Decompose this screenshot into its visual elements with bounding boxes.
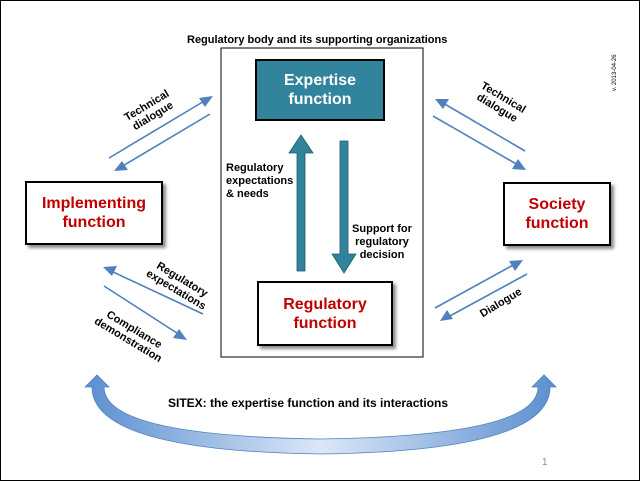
page-number: 1 — [542, 457, 548, 468]
label-regulatory-expectations-needs: Regulatory expectations & needs — [226, 162, 294, 200]
regulatory-function-box: Regulatory function — [257, 281, 393, 346]
version-label: v. 2013-04-26 — [612, 54, 618, 91]
label-support-regulatory-decision: Support for regulatory decision — [352, 223, 412, 261]
arrow-technical-dialogue-left — [108, 96, 213, 171]
expertise-function-box: Expertise function — [255, 59, 385, 121]
arrow-implementing-regulatory — [103, 266, 204, 340]
implementing-function-box: Implementing function — [25, 181, 163, 245]
arrow-dialogue — [434, 260, 528, 321]
bottom-arc — [84, 374, 557, 455]
caption: SITEX: the expertise function and its in… — [168, 396, 449, 410]
arrow-down-to-regulatory — [331, 140, 357, 274]
arrow-technical-dialogue-right — [432, 99, 526, 170]
arrow-up-to-expertise — [288, 134, 314, 272]
society-function-box: Society function — [503, 182, 611, 246]
header-title: Regulatory body and its supporting organ… — [187, 34, 448, 46]
